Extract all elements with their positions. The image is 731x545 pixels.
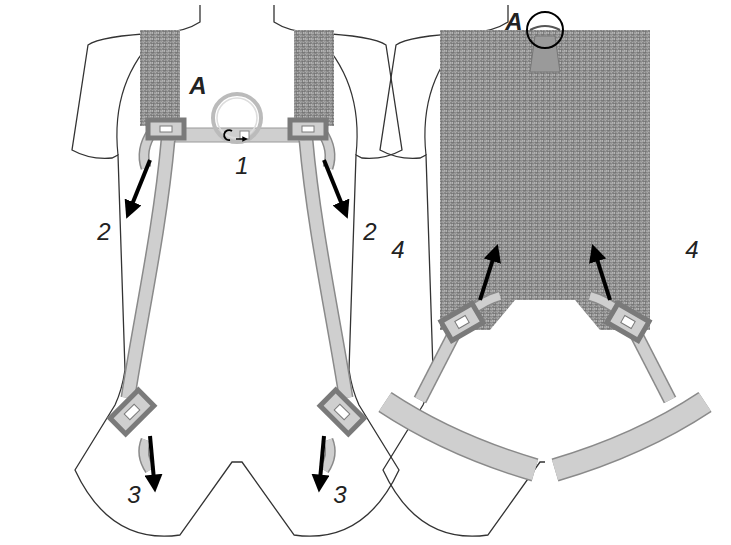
callout-number: 2 <box>95 219 112 245</box>
callout-number: 4 <box>389 237 406 263</box>
callout-number: 3 <box>125 482 142 508</box>
part-letter: A <box>503 9 524 35</box>
callout-number: 4 <box>683 237 700 263</box>
callout-number: 2 <box>361 219 378 245</box>
callout-number: 3 <box>331 482 348 508</box>
part-letter: A <box>187 73 208 99</box>
callout-number: 1 <box>233 153 250 179</box>
